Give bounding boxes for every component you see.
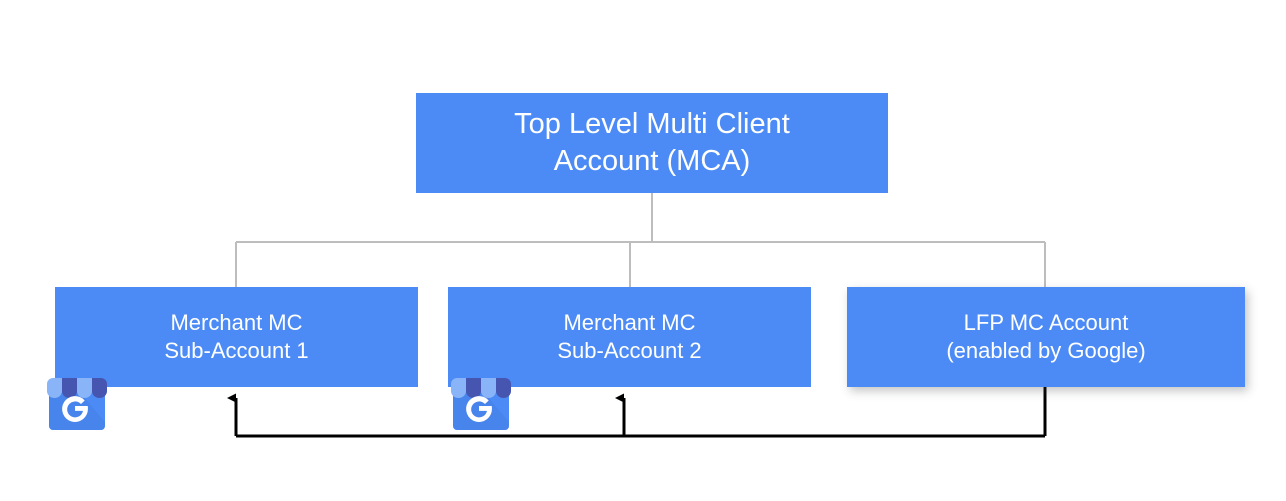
google-business-profile-storefront-icon (47, 378, 107, 430)
google-business-profile-storefront-icon (451, 378, 511, 430)
lfp-mc-account-label: LFP MC Account (enabled by Google) (946, 310, 1146, 363)
merchant-mc-sub-account-2-label: Merchant MC Sub-Account 2 (557, 310, 702, 363)
lfp-mc-account-node[interactable]: LFP MC Account (enabled by Google) (847, 287, 1245, 387)
top-level-mca-label: Top Level Multi Client Account (MCA) (514, 108, 790, 177)
merchant-mc-sub-account-1-label: Merchant MC Sub-Account 1 (164, 310, 309, 363)
top-level-mca-node[interactable]: Top Level Multi Client Account (MCA) (416, 93, 888, 193)
merchant-mc-sub-account-1-node[interactable]: Merchant MC Sub-Account 1 (55, 287, 418, 387)
merchant-mc-sub-account-2-node[interactable]: Merchant MC Sub-Account 2 (448, 287, 811, 387)
